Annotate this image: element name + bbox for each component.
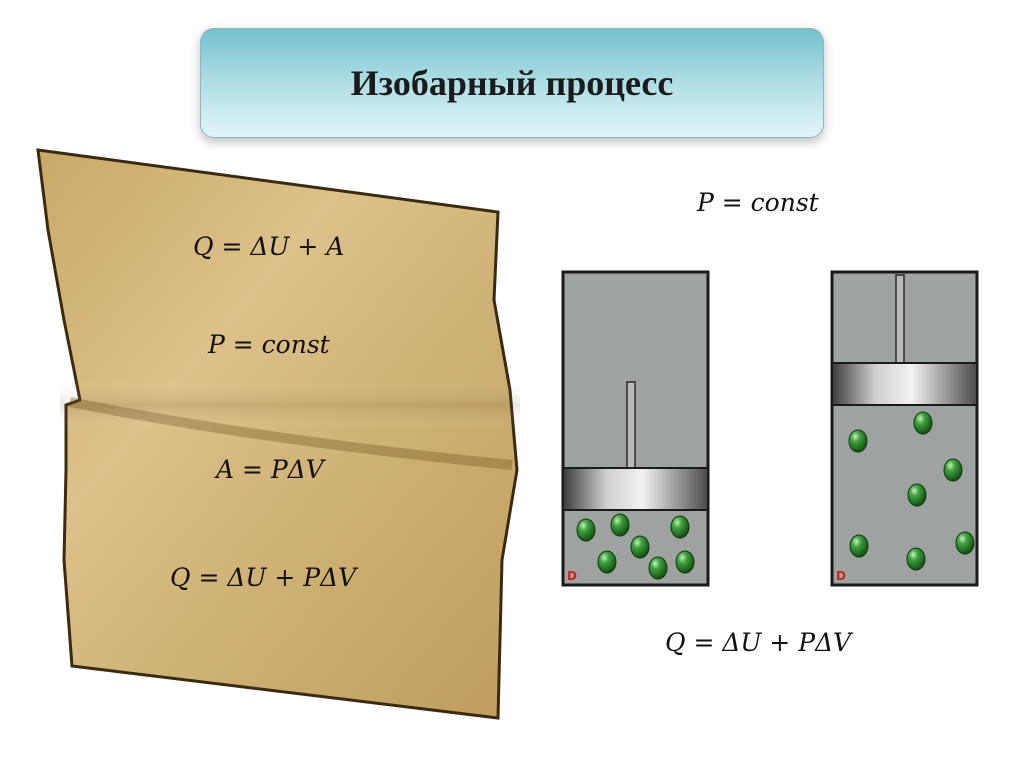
- piston: [562, 467, 709, 511]
- cylinder-mark: D: [836, 569, 846, 583]
- slide-title: Изобарный процесс: [350, 63, 674, 103]
- paper-formula-pressure-const: P = const: [208, 330, 330, 359]
- gas-molecules: [848, 411, 975, 571]
- cylinder-compressed: D: [561, 270, 710, 587]
- piston-rod: [626, 381, 636, 469]
- cylinder-expanded: D: [830, 270, 979, 587]
- paper-formula-first-law: Q = ΔU + A: [193, 232, 345, 261]
- gas-molecules: [576, 513, 695, 580]
- paper-formula-heat: Q = ΔU + PΔV: [170, 563, 357, 592]
- piston-rod: [895, 274, 905, 364]
- cylinder-mark: D: [567, 569, 577, 583]
- diagram-formula-heat: Q = ΔU + PΔV: [665, 628, 852, 657]
- title-banner: Изобарный процесс: [200, 28, 824, 138]
- paper-formula-work: A = PΔV: [216, 455, 324, 484]
- diagram-formula-pressure-const: P = const: [697, 188, 819, 217]
- piston: [831, 362, 978, 406]
